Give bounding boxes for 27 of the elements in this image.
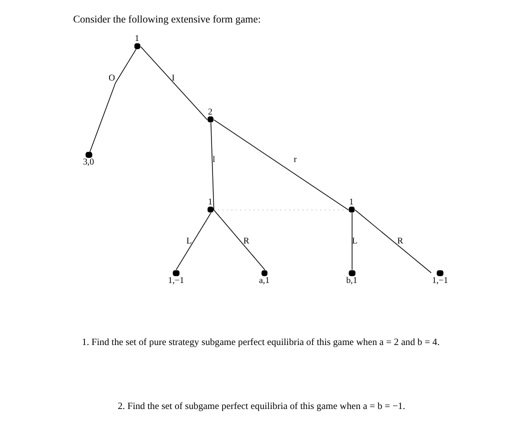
- edge-label: O: [108, 72, 115, 82]
- connector: [175, 212, 211, 270]
- diagram-title: Consider the following extensive form game:: [72, 14, 260, 26]
- edge-label: R: [396, 236, 403, 246]
- connector: [351, 212, 352, 270]
- label: 1. Find the set of pure strategy subgame perfect equilibria of this game when a = 2 and b = 4.: [81, 336, 440, 348]
- node-label: a,1: [258, 274, 270, 285]
- node-label: 2: [207, 106, 212, 116]
- edge-label: I: [171, 72, 174, 82]
- connector: [88, 48, 136, 152]
- edge-label: r: [293, 154, 296, 164]
- label: 2. Find the set of subgame perfect equilibria of this game when a = b = −1.: [117, 401, 405, 412]
- node-label: 1,−1: [431, 274, 448, 285]
- edge-label: L: [186, 236, 192, 246]
- edge-label: l: [212, 154, 215, 164]
- node-label: 1: [134, 33, 139, 44]
- connector: [213, 119, 348, 210]
- node-label: 1: [207, 196, 212, 206]
- connector: [354, 210, 432, 274]
- node-label: 3,0: [82, 156, 94, 167]
- connector: [213, 210, 265, 270]
- connector: [140, 46, 208, 120]
- edge-label: R: [242, 236, 249, 246]
- node-label: 1: [348, 196, 354, 206]
- node-label: 1,−1: [168, 274, 184, 285]
- connector: [210, 122, 214, 210]
- node-label: b,1: [346, 274, 357, 285]
